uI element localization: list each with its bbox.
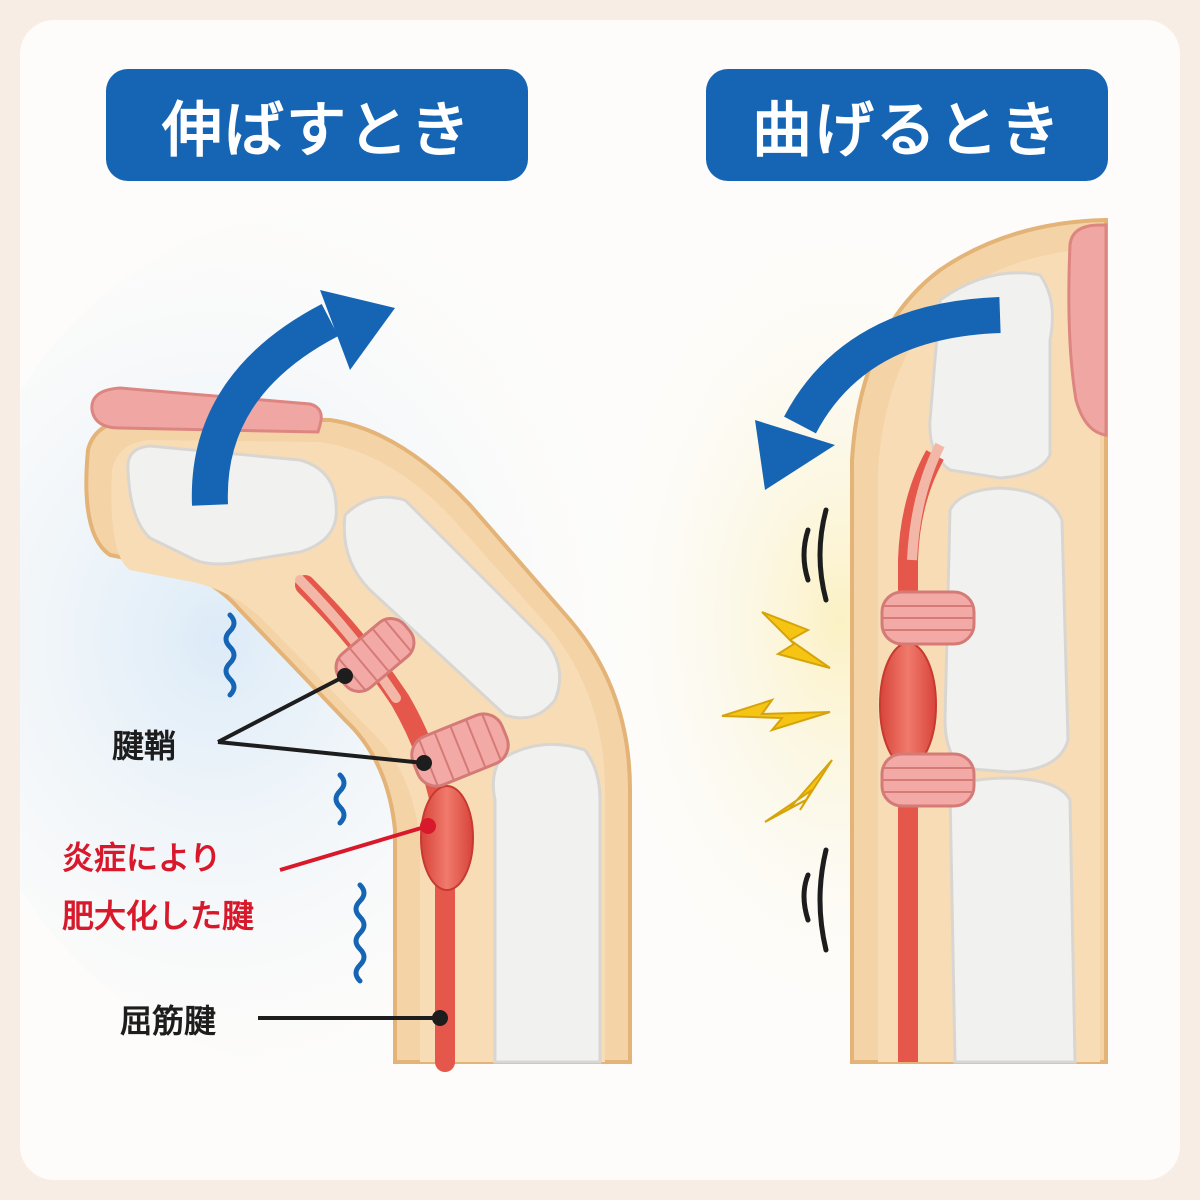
pointer-dot-swollen bbox=[420, 818, 436, 834]
heading-bend: 曲げるとき bbox=[706, 69, 1108, 181]
illustration-card: 伸ばすとき 曲げるとき 腱鞘 炎症により 肥大化した腱 屈筋腱 bbox=[20, 20, 1180, 1180]
tendon-sheath-lower bbox=[410, 712, 510, 788]
trigger-finger-illustration bbox=[20, 200, 1108, 1072]
label-swollen-line2: 肥大化した腱 bbox=[62, 897, 255, 935]
tendon-sheath-upper-right bbox=[880, 590, 976, 646]
finger-bending bbox=[850, 217, 1108, 1064]
swollen-tendon-left bbox=[420, 785, 474, 891]
finger-extending bbox=[84, 386, 632, 1072]
proximal-bone bbox=[491, 742, 602, 1064]
wavy-line-icon bbox=[223, 612, 367, 984]
middle-bone bbox=[342, 495, 562, 720]
label-swollen-line1: 炎症により bbox=[62, 839, 222, 877]
fingernail bbox=[90, 386, 323, 434]
proximal-bone-right bbox=[948, 776, 1077, 1064]
curved-arrow-down-left-icon bbox=[784, 297, 1001, 434]
pointer-dot-flexor bbox=[432, 1010, 448, 1026]
leader-lines bbox=[217, 674, 440, 1020]
label-tendon-sheath: 腱鞘 bbox=[112, 727, 177, 765]
swollen-tendon-right bbox=[879, 642, 937, 768]
tendon-tip-right bbox=[907, 442, 945, 561]
distal-bone bbox=[126, 444, 338, 566]
curved-arrow-up-right-icon bbox=[191, 304, 339, 506]
arrow-head-down-left bbox=[755, 420, 835, 490]
label-flexor-tendon: 屈筋腱 bbox=[120, 1002, 217, 1040]
fingernail-right bbox=[1067, 223, 1108, 437]
lightning-bolt-icon bbox=[721, 611, 833, 823]
tendon-tip-left bbox=[295, 575, 401, 703]
arrow-head-up-right bbox=[320, 290, 395, 370]
tendon-sheath-lower-right bbox=[880, 752, 976, 808]
motion-lines-icon bbox=[801, 507, 829, 953]
heading-extend: 伸ばすとき bbox=[106, 69, 528, 181]
pointer-dot-sheath-1 bbox=[337, 668, 353, 684]
pointer-dot-sheath-2 bbox=[416, 755, 432, 771]
leader-line-swollen bbox=[279, 824, 429, 872]
